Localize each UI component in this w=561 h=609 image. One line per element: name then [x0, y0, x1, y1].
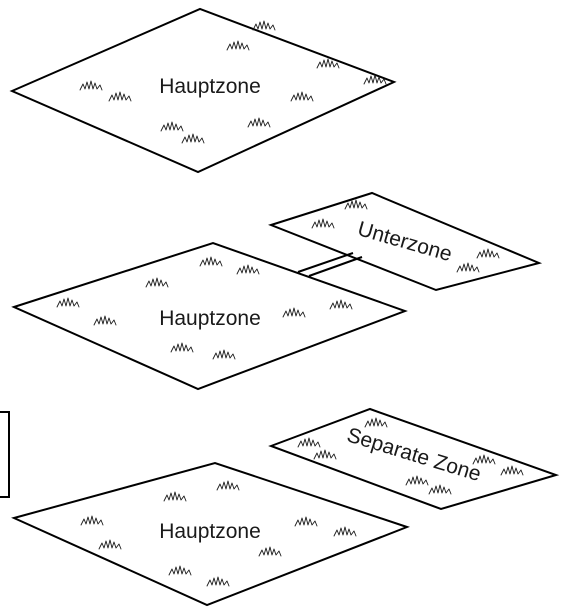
scene-main-with-separate-zone: Hauptzone Separate Zone — [11, 407, 560, 607]
main-zone-label: Hauptzone — [159, 520, 261, 543]
main-zone-area — [11, 461, 410, 607]
grass-tuft-icon — [252, 20, 276, 31]
main-zone-label: Hauptzone — [159, 75, 261, 98]
frame-bracket — [0, 411, 10, 498]
main-zone-area — [9, 7, 397, 174]
separate-zone-area — [268, 407, 560, 511]
scene-main-with-subzone: Hauptzone Unterzone — [11, 191, 543, 391]
main-zone-label: Hauptzone — [159, 307, 261, 330]
main-zone-area — [11, 241, 408, 391]
scene-main-zone-only: Hauptzone — [9, 7, 397, 174]
connector-line — [297, 252, 354, 273]
connector-line — [308, 256, 363, 277]
